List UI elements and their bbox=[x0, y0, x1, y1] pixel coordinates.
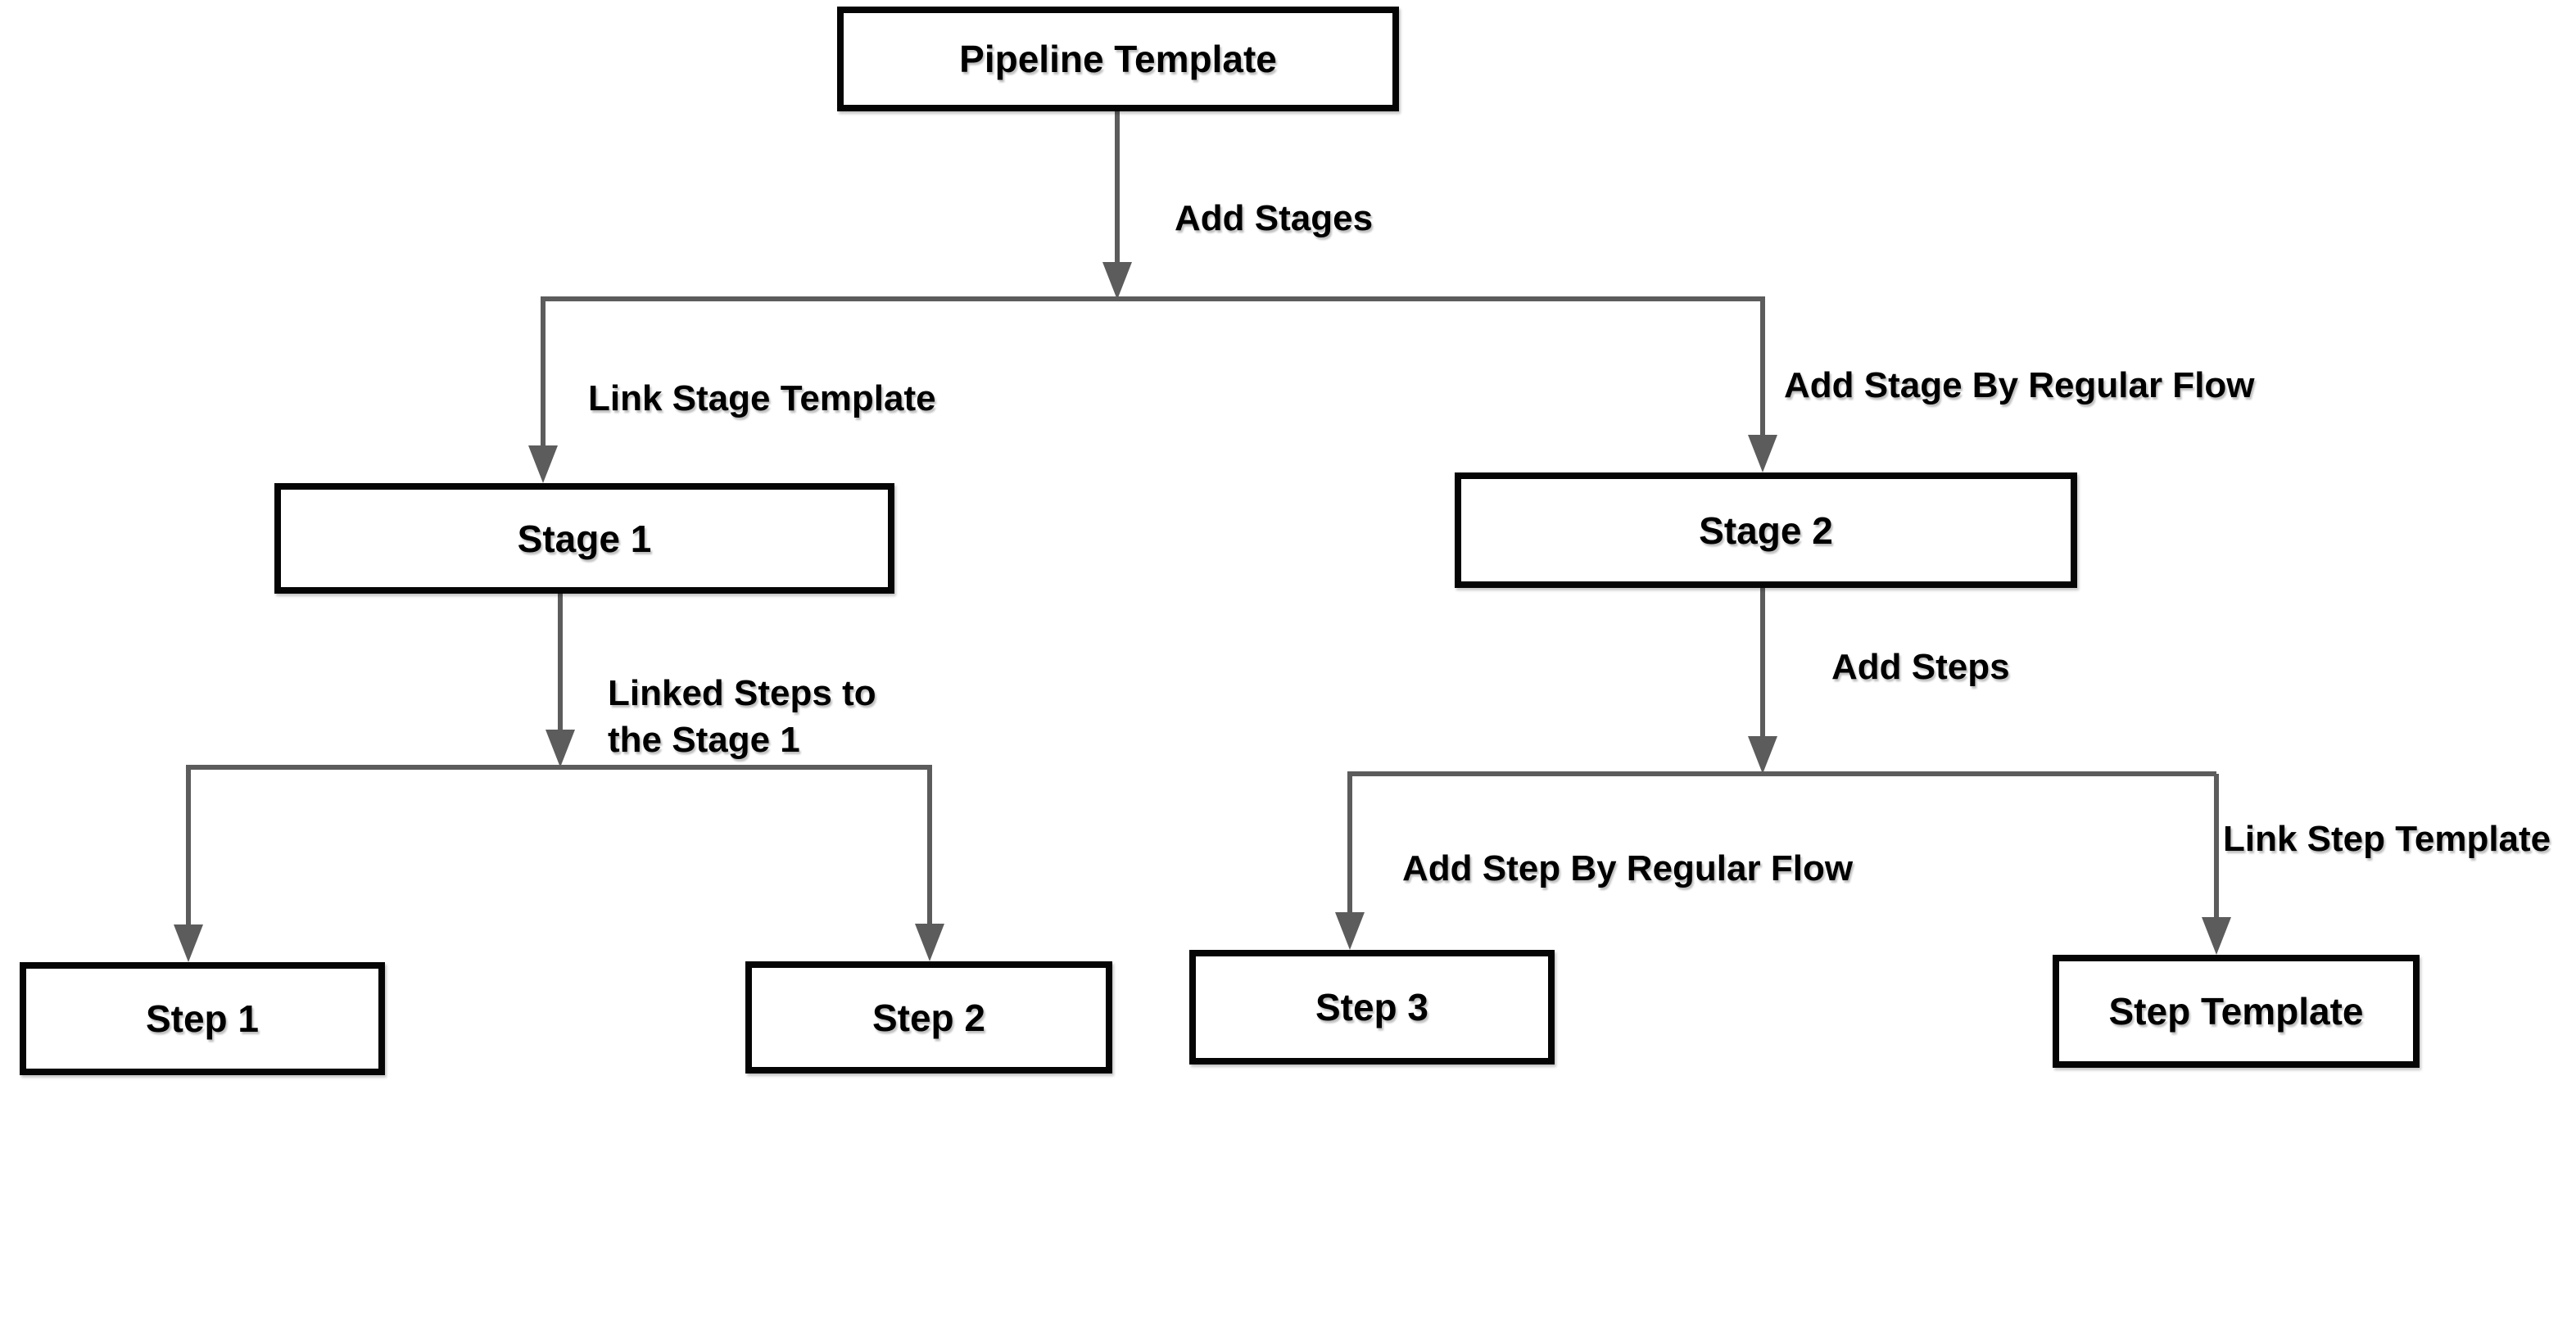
edge-label-linked-steps-to-the-stage-1: Linked Steps to the Stage 1 bbox=[608, 670, 876, 763]
arrowhead-stage-1 bbox=[528, 445, 558, 483]
node-step-2: Step 2 bbox=[745, 961, 1112, 1074]
node-pipeline-template: Pipeline Template bbox=[837, 7, 1399, 111]
arrowhead-step-template bbox=[2202, 917, 2231, 955]
edge-label-add-steps: Add Steps bbox=[1831, 647, 2010, 687]
node-step-3: Step 3 bbox=[1189, 950, 1555, 1065]
arrowhead-stage-2 bbox=[1748, 435, 1777, 472]
node-step-template: Step Template bbox=[2053, 955, 2420, 1068]
edge-label-add-stages: Add Stages bbox=[1175, 198, 1374, 238]
node-stage-2: Stage 2 bbox=[1455, 472, 2077, 588]
arrowhead-pipeline-split bbox=[1102, 262, 1132, 300]
arrowhead-stage-2-split bbox=[1748, 736, 1777, 774]
edge-label-link-stage-template: Link Stage Template bbox=[588, 378, 936, 418]
arrowhead-step-3 bbox=[1335, 912, 1365, 950]
arrowhead-stage-1-split bbox=[546, 730, 575, 767]
arrowhead-step-1 bbox=[174, 924, 203, 962]
edge-label-link-step-template: Link Step Template bbox=[2223, 819, 2551, 859]
edge-label-add-stage-by-regular-flow: Add Stage By Regular Flow bbox=[1784, 365, 2255, 405]
node-stage-1: Stage 1 bbox=[274, 483, 894, 594]
edge-label-linked-steps-line2: the Stage 1 bbox=[608, 720, 800, 761]
node-step-1: Step 1 bbox=[20, 962, 385, 1075]
arrowhead-step-2 bbox=[915, 924, 944, 961]
edge-label-linked-steps-line1: Linked Steps to bbox=[608, 673, 876, 713]
edge-label-add-step-by-regular-flow: Add Step By Regular Flow bbox=[1402, 848, 1854, 888]
